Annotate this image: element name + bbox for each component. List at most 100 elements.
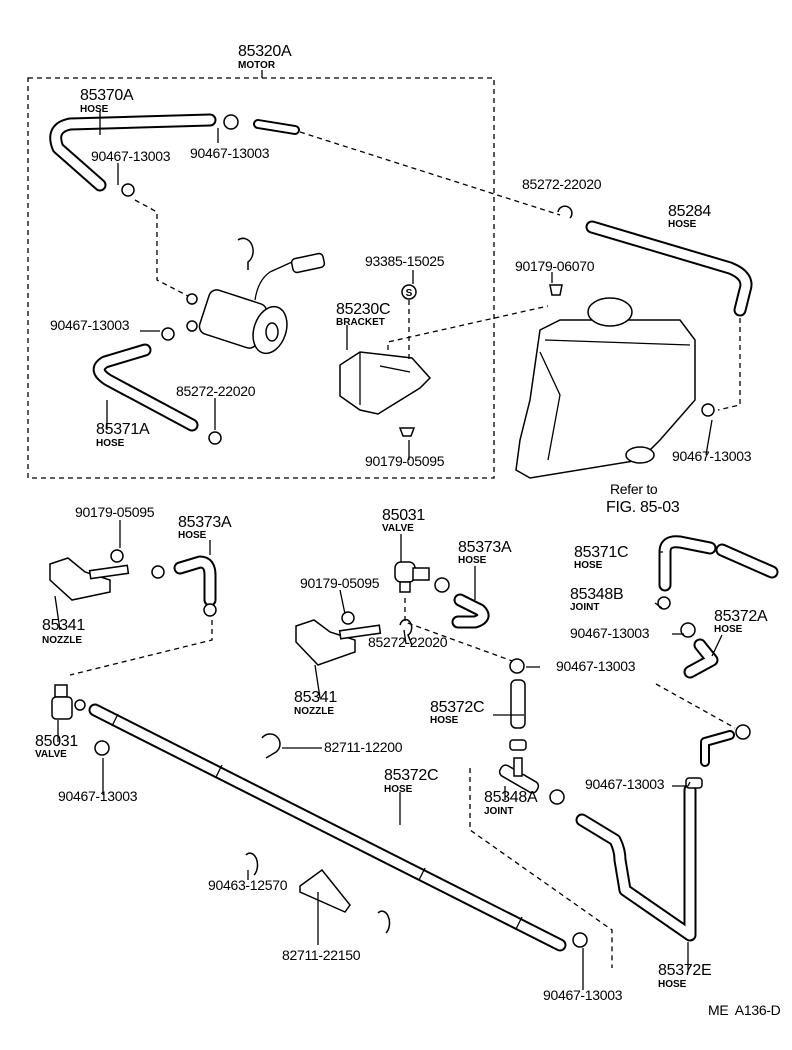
hose-clamp (399, 618, 413, 646)
part-number: 85372C (430, 699, 484, 716)
hose-clamp (245, 852, 259, 876)
hose-85373a-left (173, 555, 217, 607)
hose-clamp (121, 183, 135, 197)
nozzle-85341-left (49, 557, 130, 601)
bracket-85230c (339, 351, 432, 415)
reference-text: Refer to (610, 481, 658, 497)
hose-85373a-middle (451, 593, 490, 629)
part-name: JOINT (570, 602, 599, 613)
hose-clamp (261, 733, 281, 759)
part-number: 90467-13003 (91, 148, 171, 164)
hose-clamp (377, 910, 391, 934)
part-number: 85341 (294, 689, 337, 706)
part-number: 82711-12200 (324, 739, 403, 755)
part-number: 85272-22020 (368, 634, 448, 650)
connection-line (299, 131, 561, 216)
joint-85348b (657, 596, 671, 610)
part-number: 85272-22020 (176, 383, 256, 399)
part-number: 85372C (384, 767, 438, 784)
figure-reference: FIG. 85-03 (606, 499, 680, 516)
valve-85031-middle (394, 561, 430, 593)
hose-clamp (685, 777, 703, 789)
part-number: 85341 (42, 617, 85, 634)
part-name: HOSE (714, 624, 743, 635)
part-name: HOSE (178, 530, 207, 541)
part-number: 90467-13003 (190, 145, 270, 161)
part-number: 90463-12570 (208, 877, 288, 893)
hose-clamp (735, 724, 751, 740)
part-number: 90179-05095 (300, 575, 380, 591)
hose-clamp (572, 932, 588, 948)
part-number: 85372A (714, 608, 768, 625)
check-valve (203, 603, 217, 617)
diagram-code: ME A136-D (708, 1002, 781, 1018)
washer-symbol: S (406, 288, 413, 299)
hose-clamp (237, 237, 254, 270)
washer-s-icon (401, 284, 417, 300)
part-number: 90467-13003 (543, 987, 623, 1003)
washer-motor (186, 252, 326, 355)
part-number: 85031 (382, 507, 425, 524)
motor-assembly-boundary (27, 77, 495, 479)
connection-line (387, 305, 549, 350)
part-number: 82711-22150 (282, 947, 361, 963)
part-number: 85371C (574, 544, 628, 561)
hose-85370a (49, 113, 217, 192)
part-number: 85272-22020 (522, 176, 602, 192)
part-name: HOSE (668, 219, 697, 230)
hose-85371c (658, 535, 779, 592)
nut (110, 549, 124, 563)
part-name: JOINT (484, 806, 513, 817)
washer-reservoir (515, 297, 696, 479)
connection-line (717, 318, 741, 411)
part-number: 93385-15025 (365, 253, 445, 269)
part-name: HOSE (458, 555, 487, 566)
part-number: 85031 (35, 733, 78, 750)
clip-82711-22150 (299, 868, 351, 913)
part-number: 85230C (336, 301, 390, 318)
part-number: 85348B (570, 586, 623, 603)
part-name: VALVE (35, 749, 67, 760)
part-number: 90179-05095 (365, 453, 445, 469)
connection-line (69, 620, 213, 676)
hose-elbow (700, 730, 735, 767)
hose-clamp (223, 114, 239, 130)
part-name: VALVE (382, 523, 414, 534)
part-name: HOSE (430, 715, 459, 726)
part-number: 85348A (484, 789, 538, 806)
connection-line (655, 683, 736, 729)
hose-clamp (509, 658, 525, 674)
part-number: 90467-13003 (50, 317, 130, 333)
nut (341, 611, 355, 625)
part-number: 85371A (96, 421, 150, 438)
leader-lines (54, 111, 723, 990)
part-name: HOSE (658, 979, 687, 990)
joint-85348a (498, 757, 540, 794)
part-name: HOSE (574, 560, 603, 571)
grommet (549, 284, 563, 296)
hose-clamp (151, 565, 165, 579)
hose-clamp (680, 622, 696, 638)
hose-85372c-long (88, 703, 567, 952)
part-name: HOSE (80, 104, 109, 115)
part-number: 90179-06070 (515, 258, 595, 274)
part-number: 90467-13003 (58, 788, 138, 804)
hose-fitting (253, 119, 300, 135)
hose-clamp (161, 327, 175, 341)
part-name: NOZZLE (42, 635, 82, 646)
part-number: 90467-13003 (556, 658, 636, 674)
part-number: 90179-05095 (75, 504, 155, 520)
part-number: 90467-13003 (585, 776, 665, 792)
part-number: 85320A (238, 43, 292, 60)
hose-85372e (575, 783, 697, 942)
connection-line (404, 598, 516, 663)
nozzle-85341-middle (295, 619, 382, 666)
hose-85371a (92, 343, 199, 432)
hose-85284 (585, 220, 753, 317)
hose-clamp (208, 431, 222, 445)
grommet (398, 427, 416, 437)
part-number: 85373A (458, 539, 512, 556)
part-number: 85284 (668, 203, 711, 220)
hose-clamp (434, 577, 450, 593)
